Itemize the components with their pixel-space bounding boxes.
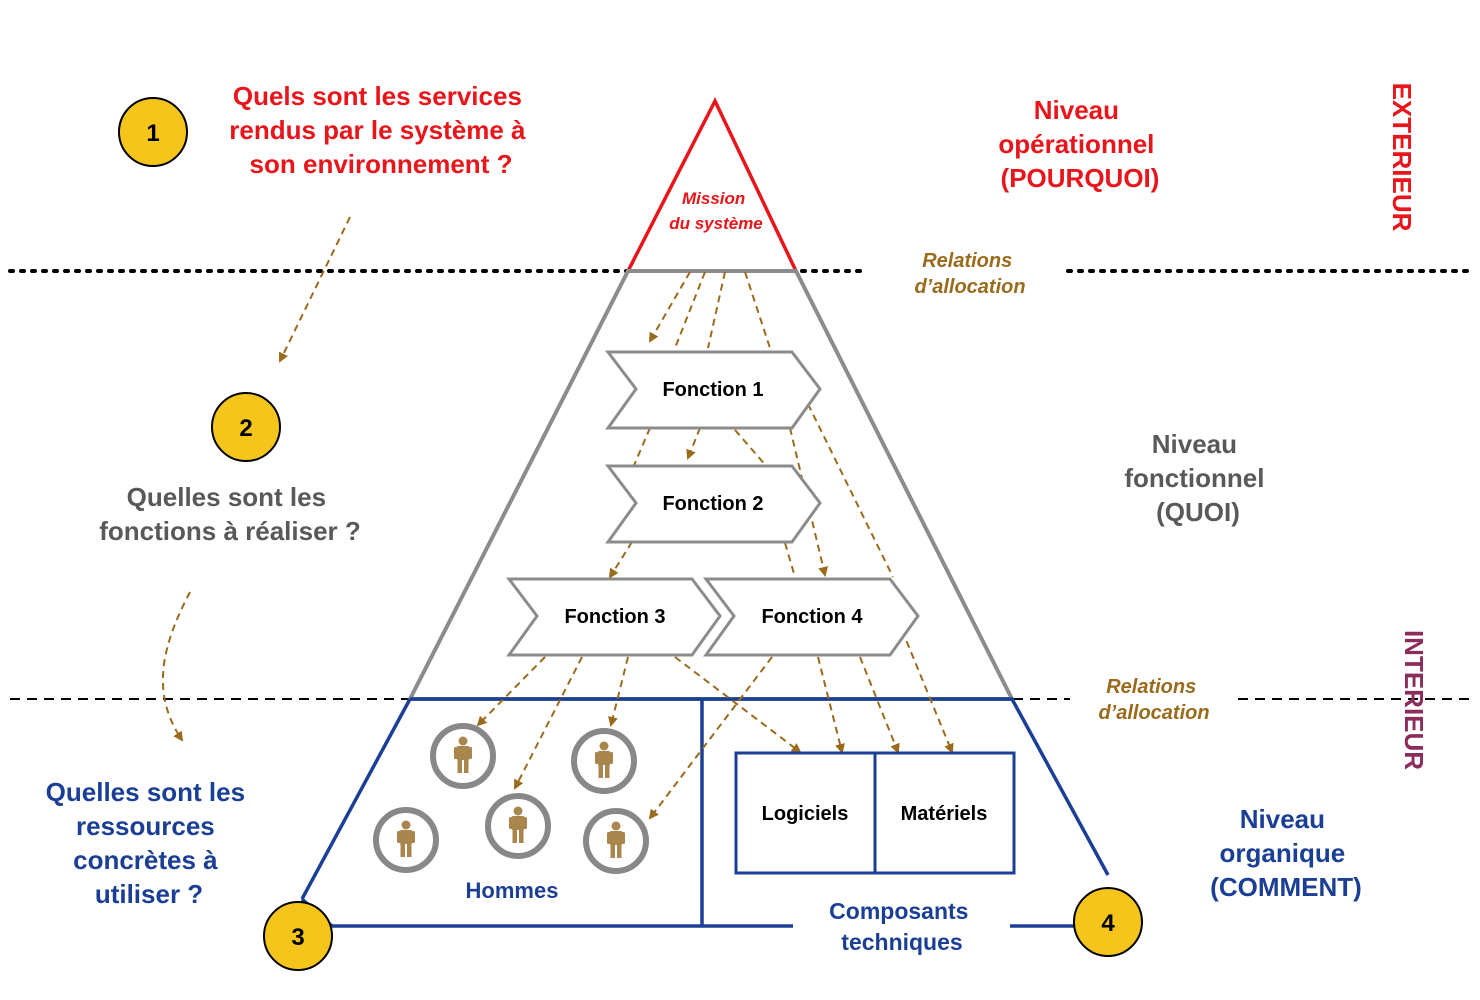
- allocation-arrow: [674, 271, 706, 349]
- allocation-arrow: [514, 656, 583, 790]
- hardware-box: [873, 751, 1016, 875]
- svg-text:4: 4: [1101, 910, 1115, 937]
- operational-level-label: Niveau opérationnel (POURQUOI): [998, 95, 1161, 193]
- function-label: Fonction 2: [662, 493, 763, 515]
- software-box: [734, 751, 877, 875]
- technical-components: Logiciels Matériels Composants technique…: [734, 751, 1016, 955]
- hardware-label: Matériels: [901, 803, 988, 825]
- person-icon: [485, 793, 551, 859]
- components-label: Composants techniques: [829, 898, 975, 955]
- svg-text:2: 2: [239, 415, 252, 442]
- allocation-arrow: [859, 656, 900, 754]
- mission-label: Mission du système: [669, 189, 763, 233]
- allocation-arrow: [608, 656, 629, 727]
- person-icon: [571, 728, 637, 794]
- humans-group: Hommes: [373, 723, 649, 903]
- step-badge-2: 2: [211, 392, 281, 462]
- allocation-arrow: [817, 656, 845, 754]
- allocation-arrow: [631, 427, 651, 471]
- allocation-arrow: [707, 271, 726, 349]
- function-label: Fonction 4: [761, 606, 863, 628]
- step-badge-1: 1: [118, 97, 188, 167]
- allocation-arrow: [608, 541, 633, 579]
- function-3: Fonction 3: [505, 577, 722, 657]
- allocation-arrow: [279, 216, 351, 363]
- software-label: Logiciels: [762, 803, 849, 825]
- function-4: Fonction 4: [702, 577, 920, 657]
- allocation-arrow: [734, 429, 769, 469]
- function-2: Fonction 2: [604, 464, 822, 544]
- allocation-arrow: [807, 403, 894, 578]
- person-icon: [373, 807, 439, 873]
- allocation-arrow: [648, 656, 773, 820]
- person-icon: [430, 723, 496, 789]
- humans-label: Hommes: [466, 878, 559, 903]
- exterior-label: EXTERIEUR: [1387, 83, 1417, 232]
- allocation-arrow: [648, 271, 691, 343]
- svg-text:1: 1: [146, 120, 159, 147]
- function-label: Fonction 3: [564, 606, 665, 628]
- allocation-relations-bottom: Relations d’allocation: [1098, 676, 1209, 724]
- question-3-text: Quelles sont les ressources concrètes à …: [46, 777, 253, 909]
- function-1: Fonction 1: [604, 350, 822, 430]
- allocation-arrow: [744, 271, 771, 349]
- question-1-text: Quels sont les services rendus par le sy…: [229, 81, 533, 179]
- allocation-arrow: [784, 542, 796, 578]
- step-badge-4: 4: [1073, 887, 1143, 957]
- allocation-arrow: [901, 629, 954, 754]
- organic-level-label: Niveau organique (COMMENT): [1210, 804, 1362, 902]
- question-2-text: Quelles sont les fonctions à réaliser ?: [99, 482, 361, 546]
- allocation-arrows: [161, 216, 954, 820]
- interior-label: INTERIEUR: [1399, 630, 1429, 770]
- functional-level-label: Niveau fonctionnel (QUOI): [1124, 429, 1271, 527]
- allocation-arrow: [686, 427, 701, 460]
- person-icon: [583, 808, 649, 874]
- allocation-relations-top: Relations d’allocation: [914, 250, 1025, 298]
- allocation-arrow: [161, 591, 191, 742]
- function-label: Fonction 1: [662, 379, 763, 401]
- allocation-arrow: [674, 656, 802, 754]
- mission-triangle: [625, 97, 799, 273]
- step-badge-3: 3: [263, 901, 333, 971]
- svg-text:3: 3: [291, 924, 304, 951]
- allocation-arrow: [476, 656, 546, 727]
- organic-trapezoid: [300, 697, 1110, 928]
